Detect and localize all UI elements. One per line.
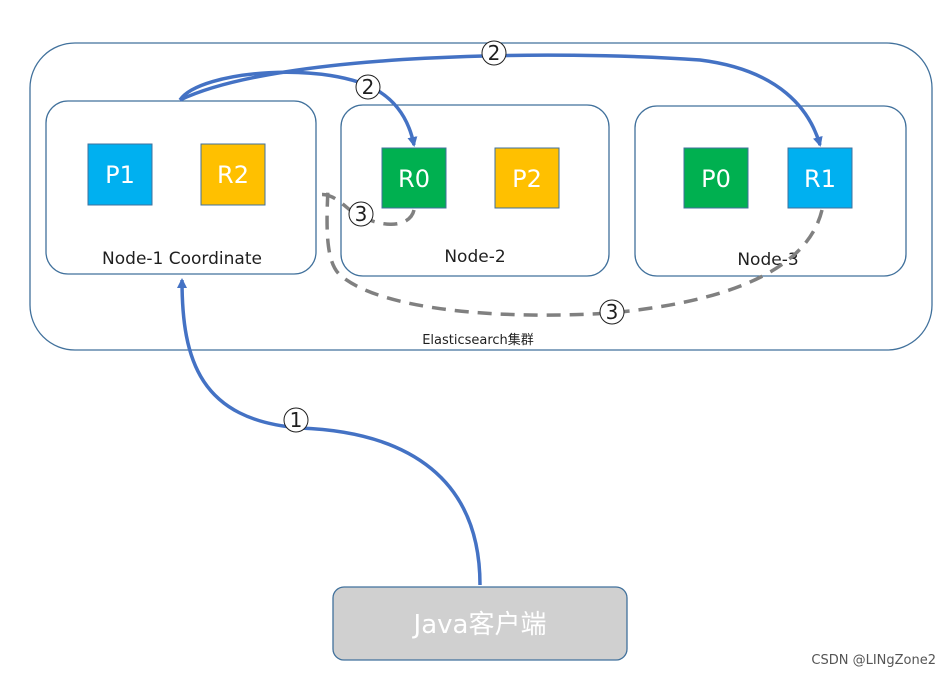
step-2b-marker: 2 <box>481 40 507 66</box>
cluster-label: Elasticsearch集群 <box>422 332 534 348</box>
watermark: CSDN @LINgZone2 <box>811 653 936 668</box>
arrow-step-2-to-r1 <box>179 53 823 147</box>
step-2a-marker: 2 <box>355 74 381 100</box>
step-1-marker: 1 <box>283 407 309 433</box>
step-2a-label: 2 <box>362 75 375 99</box>
node-1: P1 R2 Node-1 Coordinate <box>45 100 317 275</box>
shard-p2 <box>494 147 560 209</box>
step-1-label: 1 <box>290 408 303 432</box>
step-3b-label: 3 <box>606 300 619 324</box>
node-3-label: Node-3 <box>737 250 798 270</box>
step-2b-label: 2 <box>488 41 501 65</box>
shard-p0-label: P0 <box>701 165 731 193</box>
step-3b-marker: 3 <box>599 299 625 325</box>
arrow-step-3-from-r1 <box>325 187 824 317</box>
shard-r2-label: R2 <box>217 161 249 189</box>
java-client-box <box>332 586 628 661</box>
shard-r1-label: R1 <box>804 165 836 193</box>
shard-p0 <box>683 147 749 209</box>
shard-r2 <box>200 143 266 206</box>
shard-p1-label: P1 <box>105 161 135 189</box>
java-client: Java客户端 <box>332 586 628 661</box>
arrow-step-2-to-r0 <box>178 70 418 147</box>
node-3: P0 R1 Node-3 <box>634 105 907 277</box>
shard-r0 <box>381 147 447 209</box>
step-3a-marker: 3 <box>348 201 374 227</box>
step-3a-label: 3 <box>355 202 368 226</box>
shard-p1 <box>87 143 153 206</box>
shard-r0-label: R0 <box>398 165 430 193</box>
node-2: R0 P2 Node-2 <box>340 104 610 277</box>
shard-p2-label: P2 <box>512 165 542 193</box>
node-1-label: Node-1 Coordinate <box>102 249 262 269</box>
node-2-label: Node-2 <box>444 247 505 267</box>
java-client-label: Java客户端 <box>412 610 547 640</box>
shard-r1 <box>787 147 853 209</box>
